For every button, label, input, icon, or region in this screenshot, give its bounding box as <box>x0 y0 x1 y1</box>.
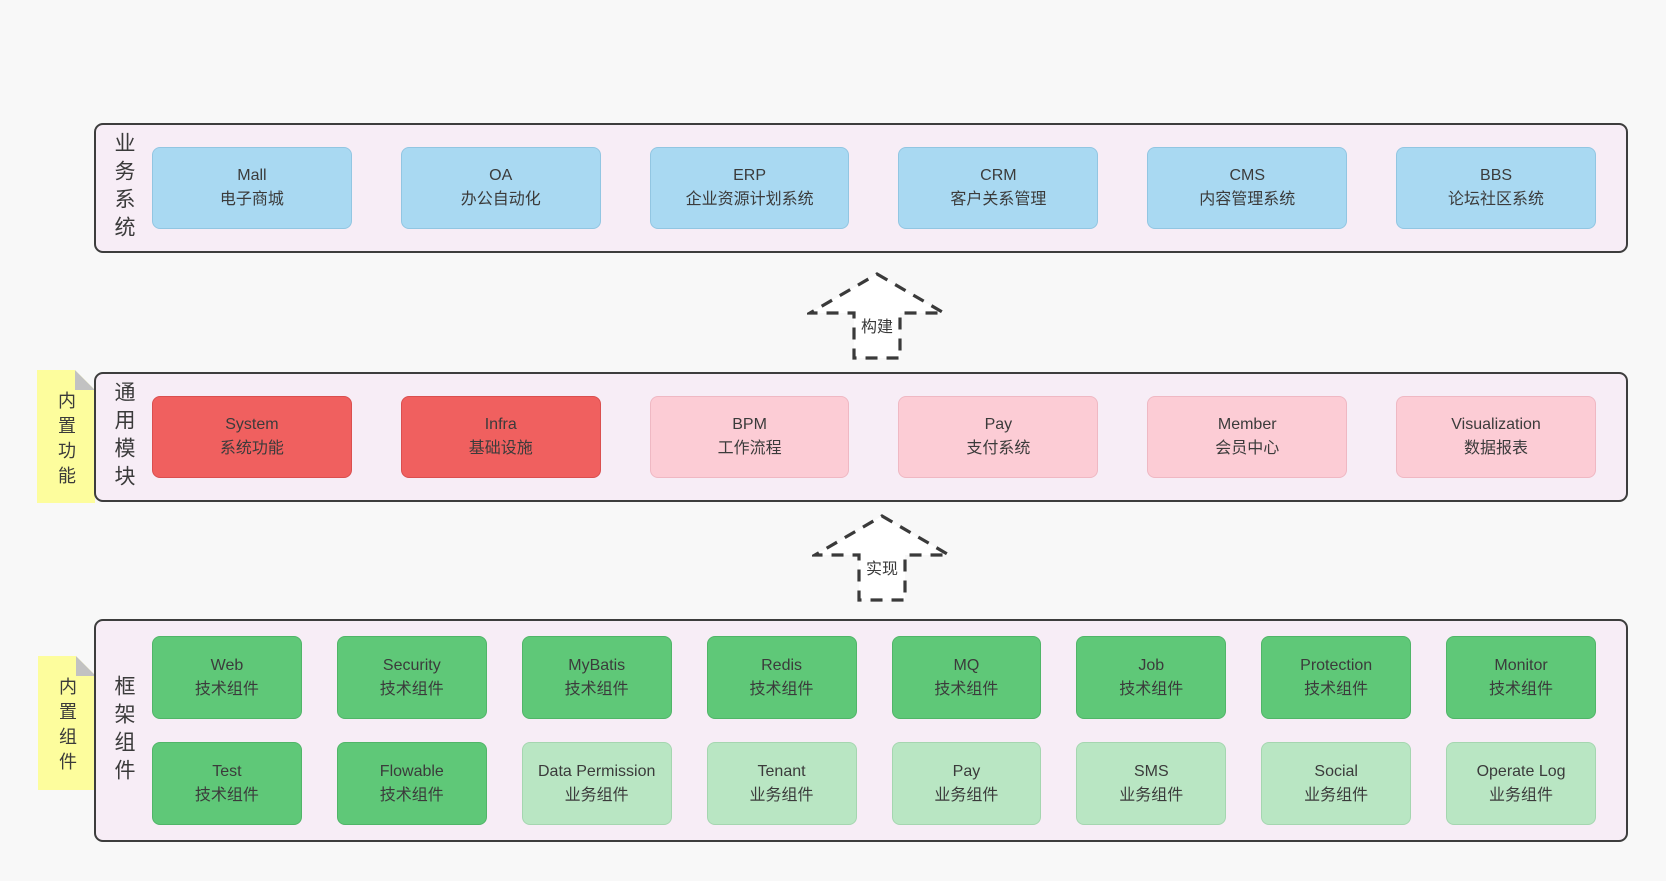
box-sms: SMS 业务组件 <box>1076 742 1227 825</box>
box-mq: MQ 技术组件 <box>891 636 1042 719</box>
arrow-label: 构建 <box>857 313 897 337</box>
sticky-note-label: 内置功能 <box>56 390 76 491</box>
layer-label: 业务系统 <box>112 132 135 244</box>
sticky-note-builtin-components: 内置组件 <box>38 656 96 790</box>
box-pay-component: Pay 业务组件 <box>891 742 1042 825</box>
box-job: Job 技术组件 <box>1076 636 1227 719</box>
framework-components-rows: Web 技术组件 Security 技术组件 MyBatis 技术组件 Redi… <box>150 621 1626 840</box>
box-operate-log: Operate Log 业务组件 <box>1446 742 1596 825</box>
layer-label: 通用模块 <box>112 381 135 493</box>
layer-label: 框架组件 <box>112 674 135 787</box>
sticky-note-label: 内置组件 <box>57 677 77 777</box>
box-monitor: Monitor 技术组件 <box>1446 636 1596 719</box>
sticky-note-builtin-features: 内置功能 <box>37 370 95 503</box>
box-mall: Mall 电子商城 <box>152 147 352 229</box>
layer-framework-components: 框架组件 Web 技术组件 Security 技术组件 MyBatis 技术组件… <box>94 619 1628 842</box>
box-mybatis: MyBatis 技术组件 <box>521 636 672 719</box>
box-protection: Protection 技术组件 <box>1261 636 1412 719</box>
box-flowable: Flowable 技术组件 <box>336 742 487 825</box>
folded-corner-icon <box>75 370 95 390</box>
box-infra: Infra 基础设施 <box>400 396 601 478</box>
arrow-label: 实现 <box>862 555 902 579</box>
tech-components-row: Web 技术组件 Security 技术组件 MyBatis 技术组件 Redi… <box>152 636 1596 719</box>
biz-components-row: Test 技术组件 Flowable 技术组件 Data Permission … <box>152 742 1596 825</box>
box-security: Security 技术组件 <box>336 636 487 719</box>
box-crm: CRM 客户关系管理 <box>898 147 1099 229</box>
box-member: Member 会员中心 <box>1147 396 1348 478</box>
folded-corner-icon <box>76 656 96 676</box>
box-web: Web 技术组件 <box>152 636 302 719</box>
box-bbs: BBS 论坛社区系统 <box>1396 147 1596 229</box>
box-visualization: Visualization 数据报表 <box>1396 396 1596 478</box>
layer-business-systems: 业务系统 Mall 电子商城 OA 办公自动化 ERP 企业资源计划系统 CRM… <box>94 123 1628 253</box>
arrow-build: 构建 <box>807 271 947 361</box>
arrow-implement: 实现 <box>812 513 952 603</box>
box-social: Social 业务组件 <box>1261 742 1412 825</box>
layer-common-modules: 通用模块 System 系统功能 Infra 基础设施 BPM 工作流程 Pay… <box>94 372 1628 502</box>
box-test: Test 技术组件 <box>152 742 302 825</box>
common-modules-row: System 系统功能 Infra 基础设施 BPM 工作流程 Pay 支付系统… <box>150 374 1626 500</box>
box-cms: CMS 内容管理系统 <box>1147 147 1348 229</box>
box-redis: Redis 技术组件 <box>706 636 857 719</box>
box-bpm: BPM 工作流程 <box>649 396 850 478</box>
box-oa: OA 办公自动化 <box>400 147 601 229</box>
box-tenant: Tenant 业务组件 <box>706 742 857 825</box>
box-system: System 系统功能 <box>152 396 352 478</box>
box-data-permission: Data Permission 业务组件 <box>521 742 672 825</box>
box-erp: ERP 企业资源计划系统 <box>649 147 850 229</box>
box-pay-module: Pay 支付系统 <box>898 396 1099 478</box>
business-systems-row: Mall 电子商城 OA 办公自动化 ERP 企业资源计划系统 CRM 客户关系… <box>150 125 1626 251</box>
